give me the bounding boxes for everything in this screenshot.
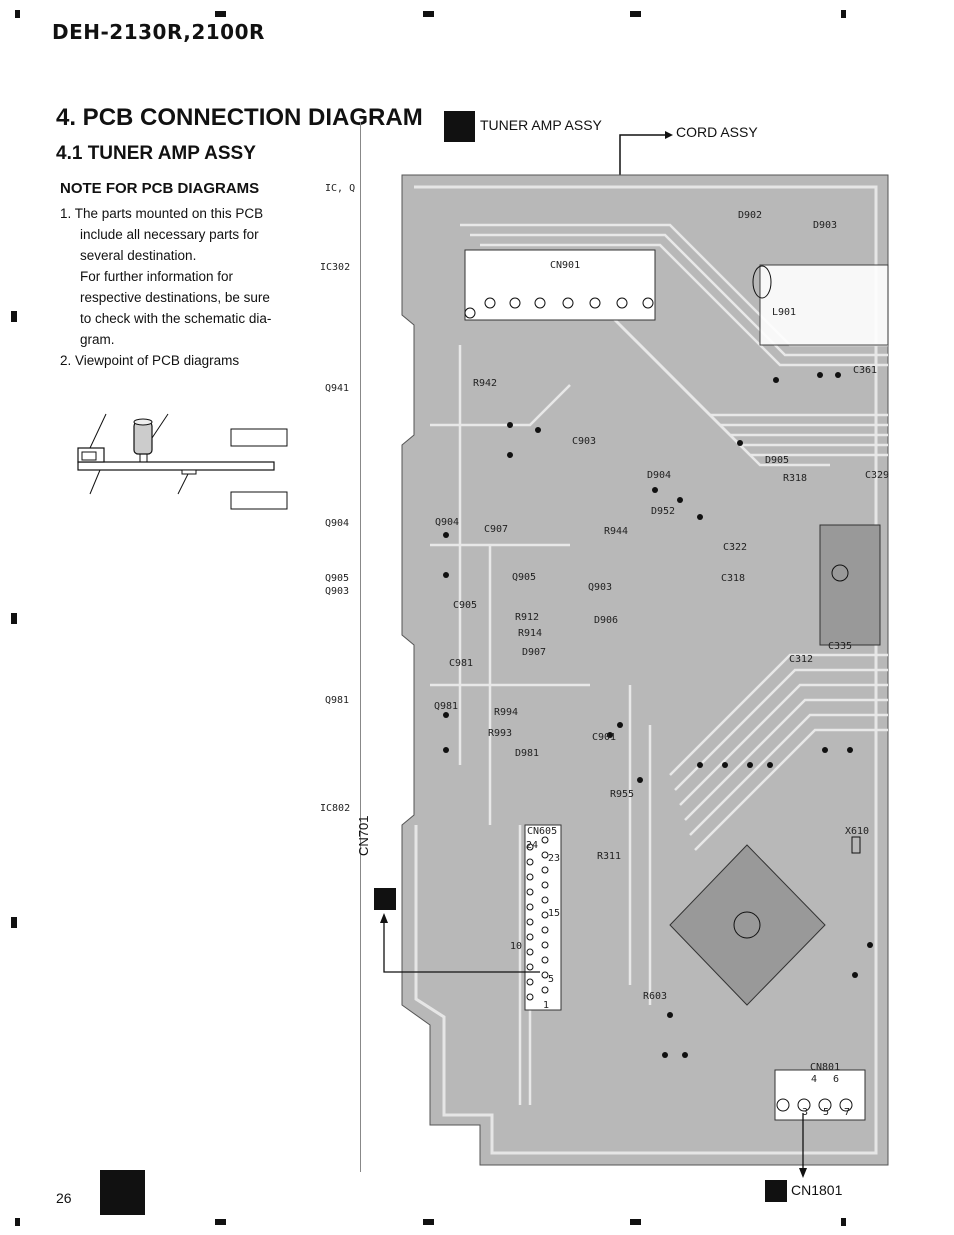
label-box bbox=[230, 428, 288, 447]
ref-label: Q905 bbox=[512, 572, 537, 583]
registration-mark bbox=[215, 1219, 226, 1225]
registration-mark bbox=[841, 1218, 846, 1226]
ic-label: Q904 bbox=[325, 518, 350, 529]
ic-label: IC, Q bbox=[325, 183, 356, 194]
ref-label: C312 bbox=[789, 654, 814, 665]
ref-label: R603 bbox=[643, 991, 668, 1002]
ref-label: D952 bbox=[651, 506, 676, 517]
registration-mark bbox=[11, 311, 17, 322]
ref-label: R318 bbox=[783, 473, 808, 484]
ref-label: C981 bbox=[449, 658, 474, 669]
note-line: several destination. bbox=[80, 248, 197, 263]
cn701-marker-square bbox=[374, 888, 396, 910]
note-line: include all necessary parts for bbox=[80, 227, 259, 242]
ref-label: D903 bbox=[813, 220, 838, 231]
registration-mark bbox=[215, 11, 226, 17]
cn605-pin-label: 23 bbox=[548, 853, 561, 864]
cn801-pin-label: 5 bbox=[823, 1107, 830, 1118]
notes-title: NOTE FOR PCB DIAGRAMS bbox=[60, 180, 260, 197]
ref-label: D906 bbox=[594, 615, 619, 626]
ref-label: CN801 bbox=[810, 1062, 841, 1073]
note-line: respective destinations, be sure bbox=[80, 290, 270, 305]
ref-label: CN605 bbox=[527, 826, 558, 837]
registration-mark bbox=[630, 1219, 641, 1225]
registration-mark bbox=[423, 1219, 434, 1225]
ref-label: D981 bbox=[515, 748, 540, 759]
assy-marker-square bbox=[444, 111, 475, 142]
ref-label: D904 bbox=[647, 470, 672, 481]
cn605-pin-label: 10 bbox=[510, 941, 523, 952]
ref-label: C318 bbox=[721, 573, 746, 584]
ref-label: D905 bbox=[765, 455, 790, 466]
ref-label: R912 bbox=[515, 612, 540, 623]
cn1801-label: CN1801 bbox=[791, 1182, 843, 1198]
cn605-pin-label: 1 bbox=[543, 1000, 550, 1011]
cn701-label: CN701 bbox=[356, 815, 371, 856]
cn801-pin-label: 3 bbox=[802, 1107, 809, 1118]
assy-label: TUNER AMP ASSY bbox=[480, 117, 602, 133]
cn605-pin-label: 15 bbox=[548, 908, 561, 919]
ref-label: R942 bbox=[473, 378, 498, 389]
ic-label: Q903 bbox=[325, 586, 350, 597]
ref-label: R914 bbox=[518, 628, 543, 639]
section-subtitle: 4.1 TUNER AMP ASSY bbox=[56, 143, 256, 164]
ref-label: R993 bbox=[488, 728, 513, 739]
ref-label: L901 bbox=[772, 307, 797, 318]
ref-label: C322 bbox=[723, 542, 748, 553]
notes-body: 1. The parts mounted on this PCB include… bbox=[60, 203, 300, 371]
ref-label: D902 bbox=[738, 210, 763, 221]
cn605-pin-label: 5 bbox=[548, 974, 555, 985]
ref-label: C907 bbox=[484, 524, 509, 535]
ref-label: Q981 bbox=[434, 701, 459, 712]
ref-label: Q904 bbox=[435, 517, 460, 528]
ic-label: Q905 bbox=[325, 573, 350, 584]
cn801-pin-label: 4 bbox=[811, 1074, 818, 1085]
capacitor-component-shape bbox=[133, 421, 153, 455]
ref-label: C901 bbox=[592, 732, 617, 743]
ref-label: R944 bbox=[604, 526, 629, 537]
ic-label: IC302 bbox=[320, 262, 351, 273]
page-number: 26 bbox=[56, 1190, 72, 1206]
ref-label: R994 bbox=[494, 707, 519, 718]
registration-mark bbox=[11, 613, 17, 624]
registration-mark bbox=[630, 11, 641, 17]
ref-label: CN901 bbox=[550, 260, 581, 271]
ic-label: Q941 bbox=[325, 383, 350, 394]
note-line: For further information for bbox=[80, 269, 234, 284]
note-line: gram. bbox=[80, 332, 115, 347]
cn801-pin-label: 7 bbox=[844, 1107, 851, 1118]
pcb-diagram bbox=[380, 131, 889, 1178]
note-line: 1. The parts mounted on this PCB bbox=[60, 206, 264, 221]
ref-label: C905 bbox=[453, 600, 478, 611]
cn605-pin-label: 24 bbox=[526, 840, 539, 851]
registration-mark bbox=[11, 917, 17, 928]
cord-assy-label: CORD ASSY bbox=[676, 124, 758, 140]
ref-label: C329 bbox=[865, 470, 890, 481]
note-line: 2. Viewpoint of PCB diagrams bbox=[60, 353, 240, 368]
label-box bbox=[230, 491, 288, 510]
cn1801-marker-square bbox=[765, 1180, 787, 1202]
ref-label: C903 bbox=[572, 436, 597, 447]
ic-label: IC802 bbox=[320, 803, 351, 814]
ref-label: C361 bbox=[853, 365, 878, 376]
ref-label: Q903 bbox=[588, 582, 613, 593]
ref-label: R955 bbox=[610, 789, 635, 800]
column-divider bbox=[360, 122, 361, 1172]
viewpoint-illustration bbox=[77, 413, 288, 510]
ref-label: D907 bbox=[522, 647, 547, 658]
ic-label: Q981 bbox=[325, 695, 350, 706]
section-title: 4. PCB CONNECTION DIAGRAM bbox=[56, 104, 423, 131]
note-line: to check with the schematic dia- bbox=[80, 311, 272, 326]
pcb-board-shape bbox=[77, 461, 275, 471]
model-number: DEH-2130R,2100R bbox=[52, 20, 265, 44]
cn801-pin-label: 6 bbox=[833, 1074, 840, 1085]
ref-label: X610 bbox=[845, 826, 870, 837]
ref-label: R311 bbox=[597, 851, 622, 862]
page-corner-block bbox=[100, 1170, 145, 1215]
ref-label: C335 bbox=[828, 641, 853, 652]
registration-mark bbox=[841, 10, 846, 18]
registration-mark bbox=[423, 11, 434, 17]
registration-mark bbox=[15, 10, 20, 18]
registration-mark bbox=[15, 1218, 20, 1226]
